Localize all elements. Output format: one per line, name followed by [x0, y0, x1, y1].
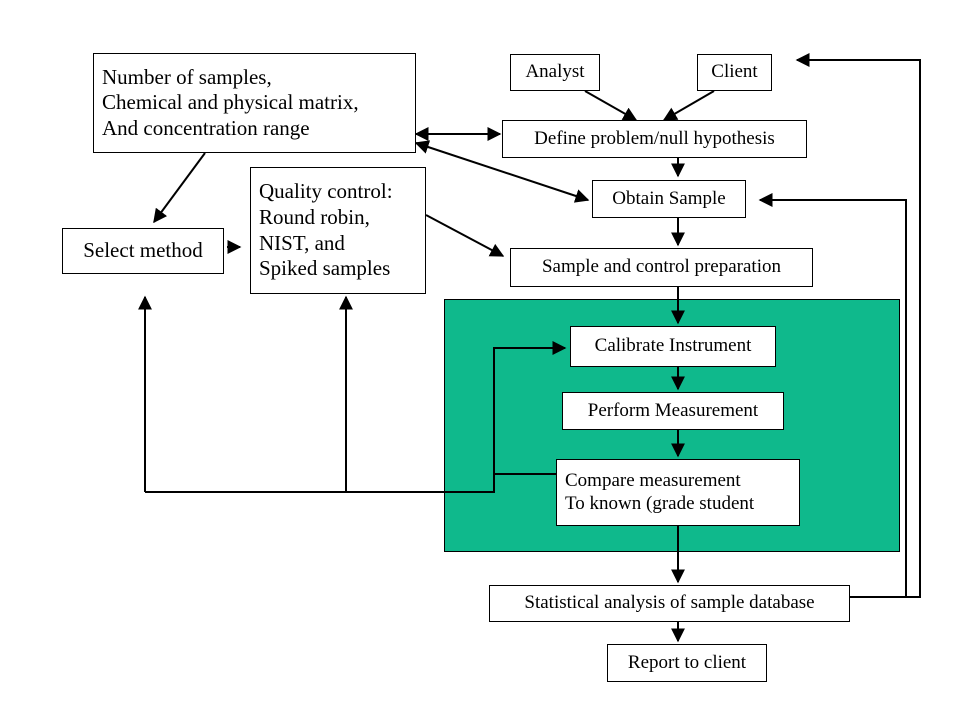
arrow-analyst-to-define [584, 90, 638, 121]
report-to-client-box: Report to client [607, 644, 767, 682]
sample-prep-box: Sample and control preparation [510, 248, 813, 287]
line-feedback-bottom [145, 474, 495, 493]
compare-line-1: Compare measurement [565, 469, 741, 491]
arrow-matrix-obtain [414, 140, 590, 203]
quality-control-line-3: NIST, and [259, 230, 345, 255]
obtain-sample-box: Obtain Sample [592, 180, 746, 218]
compare-measurement-box: Compare measurement To known (grade stud… [556, 459, 800, 526]
arrow-compare-to-calibrate [493, 341, 567, 475]
arrow-stats-to-client [795, 53, 921, 598]
sample-matrix-line-3: And concentration range [102, 115, 310, 140]
perform-measurement-box: Perform Measurement [562, 392, 784, 430]
sample-matrix-line-2: Chemical and physical matrix, [102, 90, 359, 115]
compare-line-2: To known (grade student [565, 492, 755, 514]
sample-matrix-line-1: Number of samples, [102, 64, 272, 89]
statistical-analysis-box: Statistical analysis of sample database [489, 585, 850, 622]
arrow-quality-to-prep [425, 214, 505, 257]
analyst-box: Analyst [510, 54, 600, 91]
quality-control-line-4: Spiked samples [259, 256, 391, 281]
client-box: Client [697, 54, 772, 91]
arrow-stats-to-obtain [758, 193, 907, 598]
define-problem-box: Define problem/null hypothesis [502, 120, 807, 158]
quality-control-box: Quality control: Round robin, NIST, and … [250, 167, 426, 294]
quality-control-line-2: Round robin, [259, 204, 370, 229]
calibrate-instrument-box: Calibrate Instrument [570, 326, 776, 367]
select-method-box: Select method [62, 228, 224, 274]
quality-control-line-1: Quality control: [259, 179, 393, 204]
arrow-client-to-define [662, 90, 715, 121]
sample-matrix-box: Number of samples, Chemical and physical… [93, 53, 416, 153]
arrow-matrix-to-select [153, 152, 206, 224]
